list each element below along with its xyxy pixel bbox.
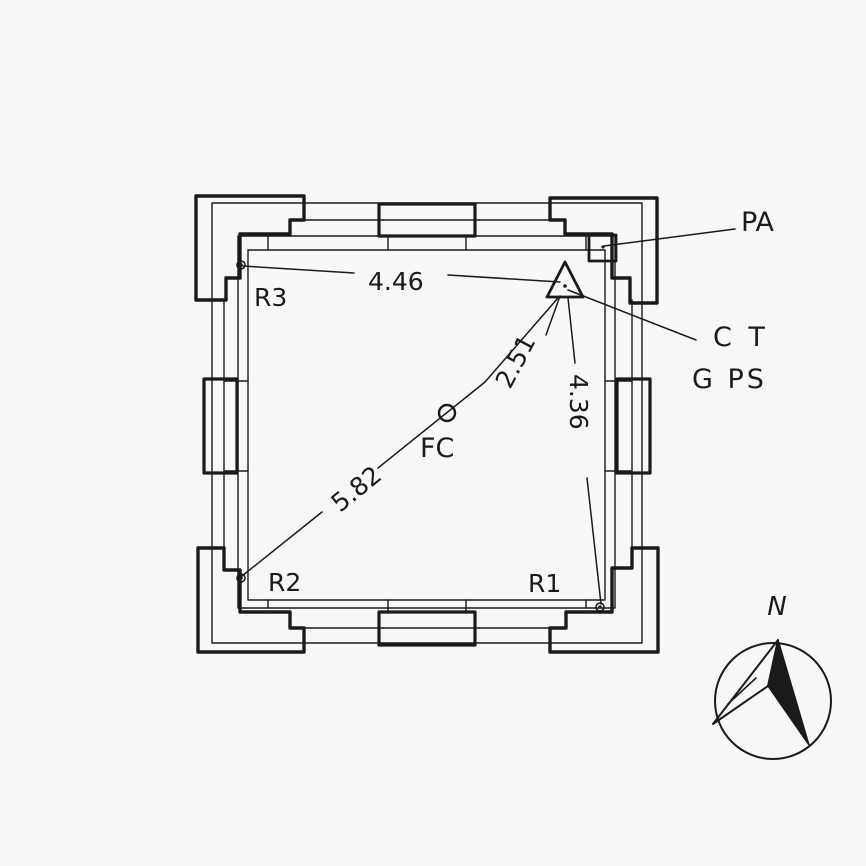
pa-marker	[587, 233, 618, 263]
distance-r3-ct: 4.46	[368, 267, 424, 296]
measurement-lines	[241, 228, 736, 605]
label-r3: R3	[254, 283, 287, 312]
label-fc: FC	[420, 433, 454, 464]
reference-r2-icon	[236, 573, 246, 583]
corner-bottom-right	[548, 546, 660, 654]
window-left	[202, 377, 239, 475]
label-pa: PA	[741, 207, 775, 238]
triangle-station-icon	[545, 260, 585, 299]
reference-points	[236, 260, 605, 612]
station-marker	[545, 260, 585, 299]
label-r2: R2	[268, 568, 301, 597]
inner-wall-inner-line	[247, 249, 606, 601]
pa-square-icon	[587, 233, 618, 263]
window-right	[615, 377, 652, 475]
window-top	[377, 202, 477, 238]
bottom-wall-details	[267, 599, 587, 629]
labels: PA R3 R2 R1 C T G PS FC 4.46 5.82 2.51 4…	[254, 207, 775, 598]
compass-needle-dark	[767, 639, 810, 746]
windows	[202, 202, 652, 647]
window-bottom	[377, 610, 477, 647]
fc-centre-icon	[437, 403, 457, 423]
corner-top-left	[194, 194, 306, 302]
label-north: N	[767, 592, 786, 622]
north-arrow-compass-icon: N	[712, 592, 832, 760]
reference-r1-icon	[595, 602, 605, 612]
building-plan	[194, 194, 660, 654]
label-gps: G PS	[692, 364, 767, 395]
inner-wall-outer-line	[237, 235, 616, 609]
corner-bottom-left	[196, 546, 306, 654]
label-ct: C T	[713, 322, 769, 353]
distance-fc-ct: 2.51	[490, 330, 542, 393]
top-wall-details	[267, 219, 587, 251]
reference-r3-icon	[236, 260, 246, 270]
label-r1: R1	[528, 569, 561, 598]
distance-r1-ct: 4.36	[564, 374, 593, 430]
